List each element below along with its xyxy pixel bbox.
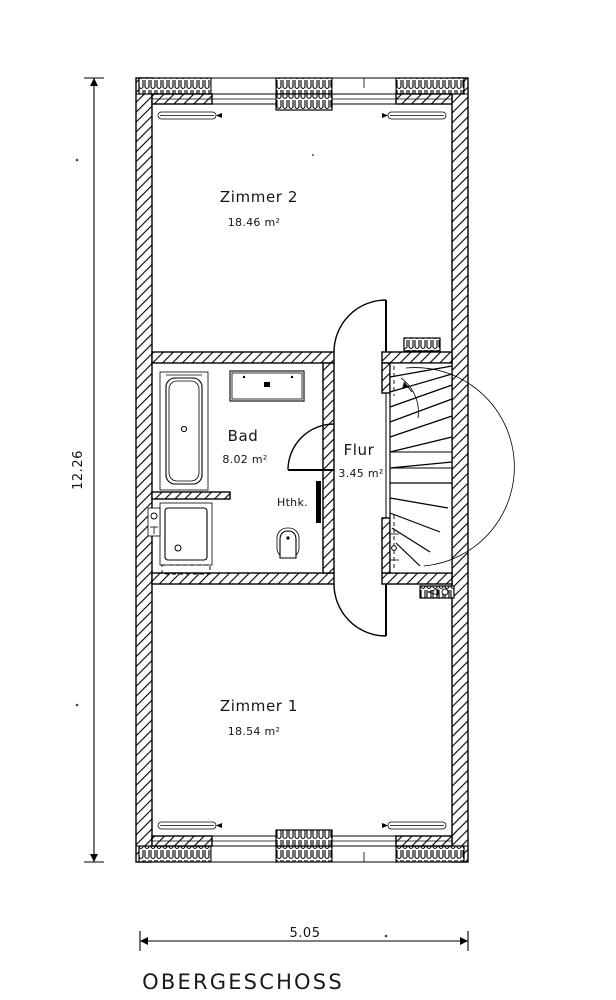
interior-wall-stair-upper (381, 362, 391, 394)
room-area-zimmer-2: 18.46 m² (228, 216, 281, 229)
closet-hthk: Hthk. (277, 481, 321, 523)
closet-label-hthk: Hthk. (277, 496, 308, 509)
exterior-wall-left (135, 77, 153, 863)
window-bottom-mid-shutter (275, 845, 333, 863)
room-name-zimmer-2: Zimmer 2 (220, 188, 298, 206)
stair-direction-arrow (402, 381, 413, 393)
radiator-top-left (157, 111, 222, 120)
radiator-bottom-right (382, 821, 447, 830)
interior-wall-lower-horizontal (151, 572, 335, 585)
interior-wall-lower-horizontal-right (381, 572, 453, 585)
niche-above-stair (403, 337, 441, 352)
window-bottom-left-shutter (138, 845, 212, 863)
dimension-vertical-value: 12.26 (71, 450, 86, 490)
niche-below-stair (419, 585, 455, 599)
radiator-bottom-left (157, 821, 222, 830)
dimension-vertical: 12.26 (71, 77, 104, 863)
interior-wall-stair-lower (381, 517, 391, 574)
winder-staircase (389, 362, 515, 574)
room-bad: Bad 8.02 m² (147, 370, 335, 575)
room-flur: Flur 3.45 m² (333, 299, 387, 637)
fixture-shower-tray (159, 502, 213, 575)
page-title: OBERGESCHOSS (142, 970, 344, 994)
stair-niches (403, 337, 455, 599)
interior-wall-upper-horizontal-right (381, 351, 453, 364)
dimension-horizontal: 5.05 (139, 926, 469, 951)
room-area-bad: 8.02 m² (222, 453, 267, 466)
lintel-bottom-mid (275, 829, 333, 847)
room-name-zimmer-1: Zimmer 1 (220, 697, 298, 715)
door-to-zimmer-1 (333, 583, 387, 637)
lintel-top-mid (275, 93, 333, 111)
exterior-wall-right (451, 77, 469, 863)
bathroom-partition (151, 491, 231, 500)
room-area-zimmer-1: 18.54 m² (228, 725, 281, 738)
interior-wall-bad-flur (322, 362, 335, 574)
top-wall-assembly (136, 77, 468, 120)
dimension-horizontal-value: 5.05 (290, 926, 321, 941)
door-bad (287, 423, 335, 471)
room-zimmer-1: Zimmer 1 18.54 m² (220, 697, 298, 738)
fixture-vanity-sink (229, 370, 305, 402)
room-name-bad: Bad (228, 427, 259, 445)
window-top-mid-shutter (275, 77, 333, 95)
fixture-toilet (276, 527, 300, 559)
room-zimmer-2: Zimmer 2 18.46 m² (220, 154, 314, 229)
window-bottom-glazing (210, 845, 397, 863)
door-to-zimmer-2 (333, 299, 387, 353)
bottom-wall-assembly (136, 821, 468, 863)
interior-wall-upper-horizontal (151, 351, 335, 364)
window-top-glazing (210, 77, 397, 95)
room-name-flur: Flur (344, 441, 375, 459)
window-bottom-right-shutter (395, 845, 465, 863)
window-top-left-shutter (138, 77, 212, 95)
room-area-flur: 3.45 m² (338, 467, 383, 480)
fixture-small-basin (147, 507, 161, 537)
fixture-bathtub (159, 371, 209, 491)
radiator-top-right (382, 111, 447, 120)
window-top-right-shutter (395, 77, 465, 95)
